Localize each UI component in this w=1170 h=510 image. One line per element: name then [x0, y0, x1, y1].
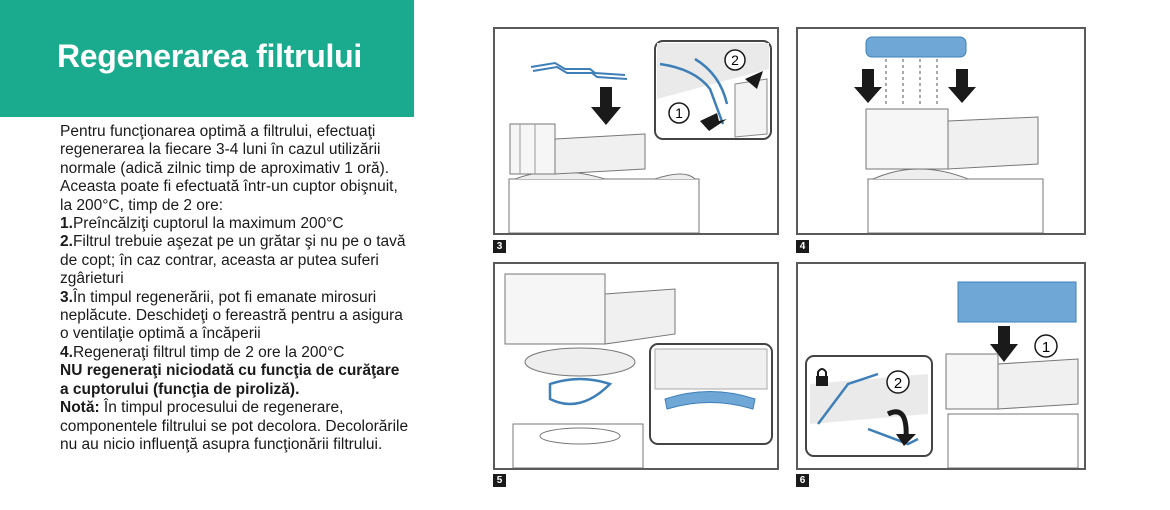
callout-2: 2: [894, 375, 902, 392]
callout-1: 1: [1042, 339, 1050, 356]
intro-paragraph: Pentru funcţionarea optimă a filtrului, …: [60, 123, 398, 214]
figure-3-label: 3: [493, 240, 506, 253]
step-3: 3.În timpul regenerării, pot fi emanate …: [60, 289, 410, 344]
title-banner: Regenerarea filtrului: [0, 0, 414, 117]
figure-5-label: 5: [493, 474, 506, 487]
step-number: 2.: [60, 233, 73, 251]
step-text: Filtrul trebuie aşezat pe un grătar şi n…: [60, 233, 406, 288]
step-number: 1.: [60, 215, 73, 233]
figure-3-illustration: 1 2: [508, 40, 772, 233]
figure-4-panel: [796, 27, 1086, 235]
figure-5-panel: [493, 262, 779, 470]
callout-2: 2: [731, 52, 739, 68]
step-text: Preîncălziţi cuptorul la maximum 200°C: [72, 215, 344, 233]
note-text: În timpul procesului de regenerare, comp…: [60, 399, 409, 453]
note-paragraph: Notă: În timpul procesului de regenerare…: [60, 399, 410, 454]
instructions-text: Pentru funcţionarea optimă a filtrului, …: [60, 123, 410, 454]
lock-icon: [816, 368, 828, 386]
figure-6-illustration: 1 2: [805, 281, 1079, 468]
step-text: Regeneraţi filtrul timp de 2 ore la 200°…: [72, 343, 345, 361]
step-number: 3.: [60, 288, 73, 306]
figure-3-panel: 1 2: [493, 27, 779, 235]
step-1: 1.Preîncălziţi cuptorul la maximum 200°C: [60, 215, 410, 233]
note-label: Notă:: [60, 399, 100, 417]
step-text: În timpul regenerării, pot fi emanate mi…: [60, 288, 403, 343]
figure-4-label: 4: [796, 240, 809, 253]
figure-4-illustration: [854, 36, 1044, 233]
callout-1: 1: [675, 105, 683, 121]
step-4: 4.Regeneraţi filtrul timp de 2 ore la 20…: [60, 344, 410, 362]
page-title: Regenerarea filtrului: [57, 38, 362, 74]
step-number: 4.: [60, 343, 73, 361]
figure-6-label: 6: [796, 474, 809, 487]
warning-text: NU regeneraţi niciodată cu funcţia de cu…: [60, 362, 400, 398]
figure-6-panel: 1 2: [796, 262, 1086, 470]
step-2: 2.Filtrul trebuie aşezat pe un grătar şi…: [60, 233, 410, 288]
figure-5-illustration: [504, 273, 773, 468]
